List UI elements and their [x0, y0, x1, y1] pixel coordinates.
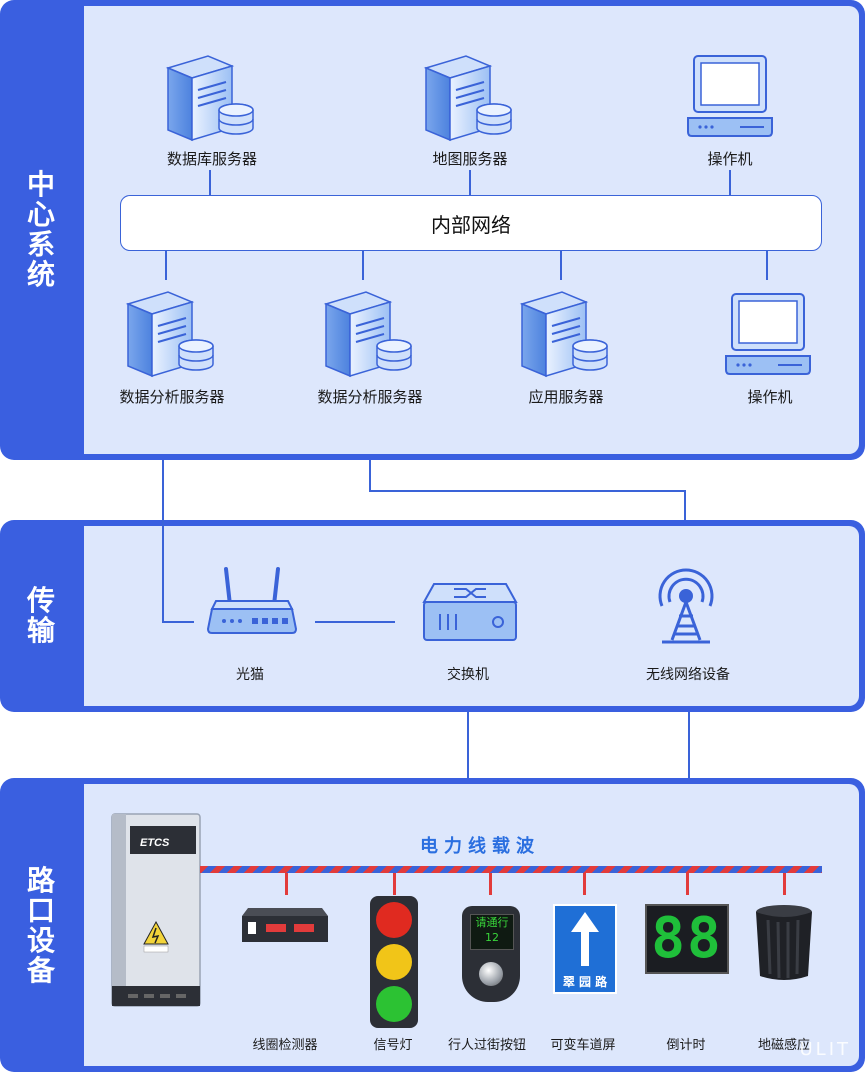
connector-line: [729, 170, 731, 196]
connector-line: [467, 712, 469, 778]
arrow-up-icon: [571, 912, 599, 966]
database-server-icon: [167, 55, 254, 141]
node-label: 数据分析服务器: [317, 388, 423, 406]
node-label: 数据分析服务器: [119, 388, 225, 406]
connector-line: [560, 250, 562, 280]
connector-line: [766, 250, 768, 280]
bus-drop: [686, 873, 689, 895]
connector-line: [209, 170, 211, 196]
connector-line: [469, 170, 471, 196]
wireless-antenna-icon: [658, 568, 714, 644]
node-label: 数据库服务器: [166, 150, 258, 168]
connector-line: [684, 490, 686, 520]
variable-lane-sign: 翠 园 路: [553, 904, 617, 994]
device-label: 倒计时: [666, 1038, 706, 1053]
device-label: 线圈检测器: [252, 1038, 318, 1053]
geomagnetic-sensor-icon: [756, 905, 812, 980]
node-label: 应用服务器: [528, 388, 604, 406]
device-label: 行人过街按钮: [447, 1038, 527, 1053]
watermark: ULIT: [799, 1039, 851, 1060]
loop-detector-icon: [242, 908, 328, 942]
bus-drop: [285, 873, 288, 895]
traffic-controller-cabinet: ETCS: [111, 813, 201, 1007]
pedestrian-button-text: 请通行: [475, 916, 509, 929]
connector-line: [315, 621, 395, 623]
center-system-title: 中心系统: [27, 168, 58, 291]
map-server-icon: [425, 55, 512, 141]
router-icon: [206, 567, 298, 634]
connector-line: [369, 490, 686, 492]
street-name: 翠 园 路: [562, 975, 608, 989]
bus-drop: [583, 873, 586, 895]
push-button-icon: [479, 962, 503, 986]
road-equipment-title: 路口设备: [27, 864, 58, 987]
internal-network-bar: 内部网络: [120, 195, 822, 251]
node-label: 无线网络设备: [646, 667, 730, 683]
bus-drop: [783, 873, 786, 895]
pedestrian-button-number: 12: [485, 931, 499, 944]
workstation-icon: [725, 293, 811, 375]
device-label: 地磁感应: [757, 1038, 811, 1053]
connector-line: [362, 250, 364, 280]
power-line-carrier-bus: [200, 866, 822, 873]
workstation-icon: [687, 55, 773, 137]
connector-line: [162, 621, 194, 623]
pedestrian-button-device: 请通行 12: [462, 906, 520, 1002]
node-label: 地图服务器: [432, 150, 508, 168]
switch-icon: [422, 583, 518, 641]
connector-line: [369, 460, 371, 492]
device-label: 可变车道屏: [550, 1038, 616, 1053]
node-label: 操作机: [747, 388, 793, 406]
connector-line: [165, 250, 167, 280]
bus-drop: [489, 873, 492, 895]
countdown-timer-display: 88: [645, 904, 729, 974]
pedestrian-button-display: 请通行 12: [470, 914, 514, 950]
node-label: 操作机: [707, 150, 753, 168]
analytics-server-icon: [127, 291, 214, 377]
analytics-server-icon: [325, 291, 412, 377]
application-server-icon: [521, 291, 608, 377]
connector-line: [162, 460, 164, 623]
countdown-digits: 88: [651, 906, 723, 971]
transmission-title: 传输: [27, 584, 58, 647]
svg-text:ETCS: ETCS: [140, 837, 170, 849]
node-label: 光猫: [236, 667, 264, 683]
traffic-light-icon: [370, 896, 418, 1028]
device-label: 信号灯: [373, 1038, 413, 1053]
bus-drop: [393, 873, 396, 895]
connector-line: [688, 712, 690, 778]
node-label: 交换机: [447, 667, 489, 683]
power-line-carrier-title: 电力线载波: [420, 836, 540, 857]
